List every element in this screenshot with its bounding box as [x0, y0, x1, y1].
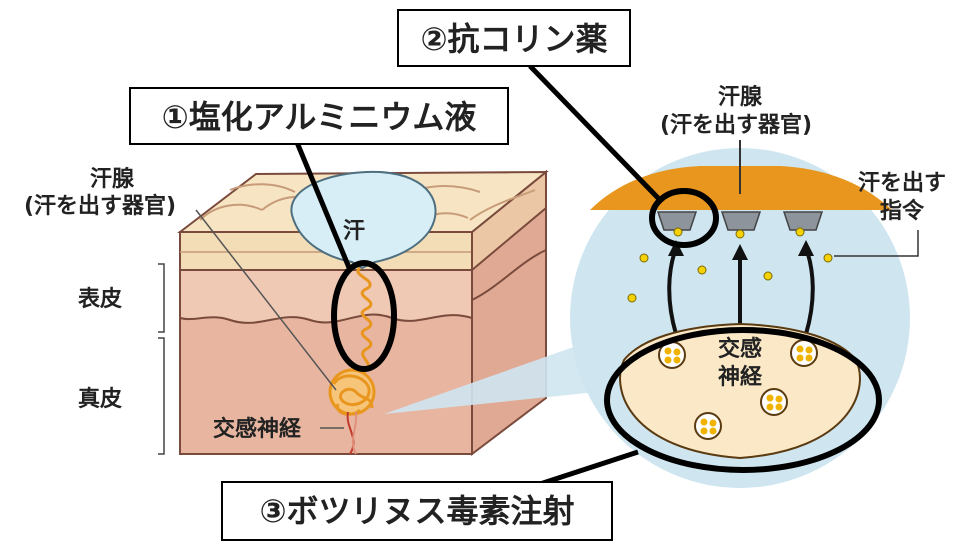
sweat-gland-sublabel-right: (汗を出す器官): [660, 112, 812, 138]
epidermis-label: 表皮: [78, 286, 122, 312]
receptors: [656, 211, 824, 231]
dermis-bracket: [158, 337, 165, 455]
callout-aluminum: ①塩化アルミニウム液: [129, 87, 509, 145]
skin-block: 汗: [177, 169, 549, 457]
command-label: 汗を出す: [858, 171, 946, 196]
dermis-label: 真皮: [78, 386, 122, 412]
command-sublabel: 指令: [880, 198, 925, 224]
callout-aluminum-text: ①塩化アルミニウム液: [162, 98, 477, 136]
receptor-highlight-ellipse: [649, 188, 719, 248]
sweat-gland-coil: [328, 368, 376, 416]
callout-botulinum: ③ボツリヌス毒素注射: [221, 481, 613, 541]
aluminum-pointer: [293, 139, 353, 271]
nerve-label-bg: [194, 412, 320, 444]
sympathetic-nerve-label-left: 交感神経: [213, 416, 302, 442]
botulinum-pointer: [539, 449, 639, 487]
vesicles: [658, 339, 818, 440]
zoom-cone: [384, 332, 616, 414]
sweat-gland-label-right: 汗腺: [718, 85, 763, 110]
anticholinergic-pointer: [528, 64, 662, 202]
sympathetic-nerve-sublabel-right: 神経: [718, 364, 763, 390]
sweat-label: 汗: [343, 219, 365, 244]
callout-anticholinergic: ②抗コリン薬: [397, 9, 631, 67]
sympathetic-nerve-label-right: 交感: [718, 336, 762, 362]
callout-botulinum-text: ③ボツリヌス毒素注射: [259, 492, 574, 530]
sweat-gland-sublabel-left: (汗を出す器官): [24, 193, 176, 219]
duct-highlight-ellipse: [331, 260, 397, 372]
callout-anticholinergic-text: ②抗コリン薬: [420, 20, 607, 58]
nerve-highlight-ellipse: [604, 327, 882, 473]
sweat-gland-label-left: 汗腺: [90, 167, 135, 192]
sweat-gland-leader-left: [195, 209, 337, 391]
command-leader: [834, 230, 919, 257]
epidermis-bracket: [158, 263, 165, 333]
